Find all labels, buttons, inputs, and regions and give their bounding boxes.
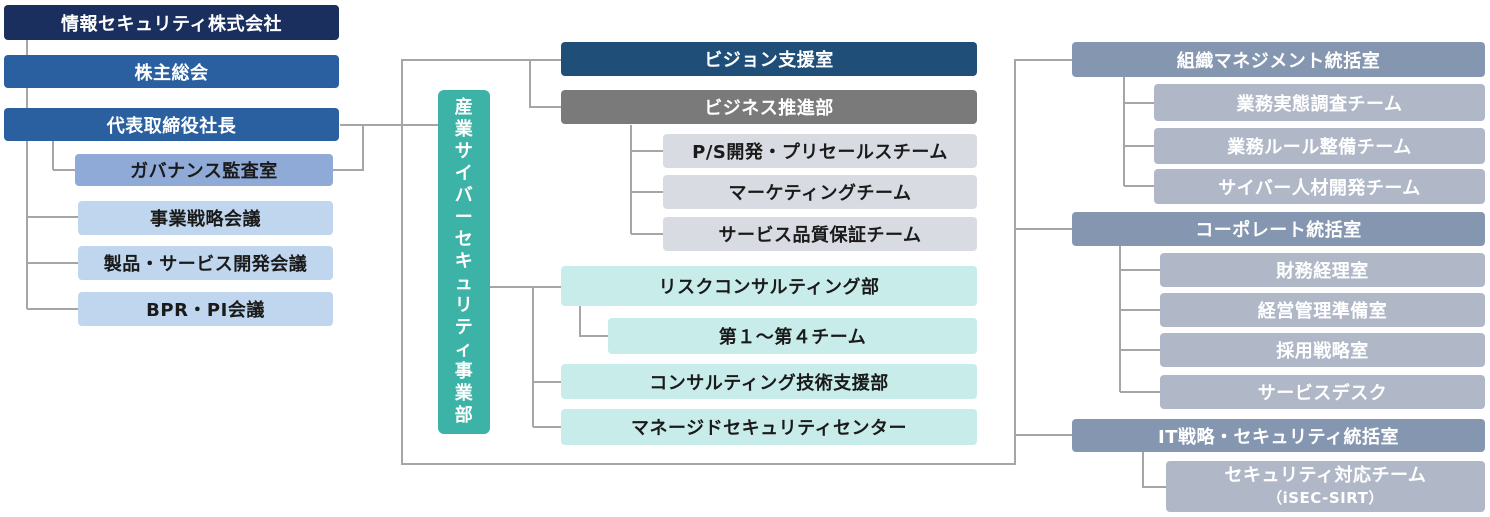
it-strategy-label: IT戦略・セキュリティ統括室 xyxy=(1158,426,1399,448)
division-char: 業 xyxy=(454,383,474,404)
vision-box: ビジョン支援室 xyxy=(561,42,977,76)
shareholders-label: 株主総会 xyxy=(134,62,209,84)
org-mgmt-label: 組織マネジメント統括室 xyxy=(1176,50,1381,72)
division-char: バ xyxy=(454,185,474,206)
council-box: BPR・PI会議 xyxy=(78,292,333,326)
division-char: ー xyxy=(454,207,474,228)
governance-box: ガバナンス監査室 xyxy=(75,154,333,186)
corporate-team-label: サービスデスク xyxy=(1257,383,1388,404)
division-char: ィ xyxy=(454,339,474,360)
risk-teams-box: 第１～第４チーム xyxy=(608,318,977,354)
corporate-team-box: 採用戦略室 xyxy=(1160,333,1485,367)
ceo-box: 代表取締役社長 xyxy=(4,108,339,141)
ceo-label: 代表取締役社長 xyxy=(106,115,237,137)
consulting-tech-label: コンサルティング技術支援部 xyxy=(649,372,889,394)
governance-label: ガバナンス監査室 xyxy=(130,161,278,182)
corporate-box: コーポレート統括室 xyxy=(1072,212,1485,246)
org-team-box: 業務ルール整備チーム xyxy=(1154,128,1485,164)
org-mgmt-box: 組織マネジメント統括室 xyxy=(1072,42,1485,77)
business-promo-label: ビジネス推進部 xyxy=(704,98,834,119)
division-char: キ xyxy=(454,251,474,272)
org-team-label: 業務実態調査チーム xyxy=(1236,93,1403,115)
corporate-team-box: 経営管理準備室 xyxy=(1160,293,1485,327)
org-team-box: 業務実態調査チーム xyxy=(1154,84,1485,121)
org-team-label: 業務ルール整備チーム xyxy=(1227,137,1412,158)
company-box: 情報セキュリティ株式会社 xyxy=(4,5,339,40)
team-box: マーケティングチーム xyxy=(663,175,977,209)
sirt-sub-label: （iSEC-SIRT） xyxy=(1267,488,1384,507)
division-box: 産 業 サ イ バ ー セ キ ュ リ テ ィ 事 業 部 xyxy=(438,90,490,434)
team-label: P/S開発・プリセールスチーム xyxy=(692,142,948,163)
team-label: サービス品質保証チーム xyxy=(718,225,922,246)
corporate-label: コーポレート統括室 xyxy=(1195,220,1362,241)
division-char: セ xyxy=(454,229,474,250)
council-label: BPR・PI会議 xyxy=(146,300,265,321)
division-char: リ xyxy=(454,295,474,316)
corporate-team-label: 財務経理室 xyxy=(1276,261,1369,282)
vision-label: ビジョン支援室 xyxy=(704,50,834,71)
msc-box: マネージドセキュリティセンター xyxy=(561,409,977,445)
council-box: 製品・サービス開発会議 xyxy=(78,246,333,280)
corporate-team-label: 経営管理準備室 xyxy=(1257,301,1388,322)
org-team-box: サイバー人材開発チーム xyxy=(1154,169,1485,204)
team-label: マーケティングチーム xyxy=(728,183,912,204)
division-char: 産 xyxy=(454,97,474,118)
shareholders-box: 株主総会 xyxy=(4,55,339,88)
corporate-team-box: 財務経理室 xyxy=(1160,253,1485,287)
consulting-tech-box: コンサルティング技術支援部 xyxy=(561,364,977,399)
division-char: ュ xyxy=(454,273,474,294)
team-box: サービス品質保証チーム xyxy=(663,217,977,251)
company-label: 情報セキュリティ株式会社 xyxy=(61,13,282,35)
risk-consulting-label: リスクコンサルティング部 xyxy=(658,277,880,298)
it-strategy-box: IT戦略・セキュリティ統括室 xyxy=(1072,419,1485,452)
division-char: 部 xyxy=(454,405,474,426)
sirt-label: セキュリティ対応チーム xyxy=(1224,464,1427,486)
council-box: 事業戦略会議 xyxy=(78,201,333,235)
division-char: 事 xyxy=(454,361,474,382)
corporate-team-box: サービスデスク xyxy=(1160,375,1485,409)
corporate-team-label: 採用戦略室 xyxy=(1276,341,1369,362)
risk-consulting-box: リスクコンサルティング部 xyxy=(561,266,977,306)
division-char: イ xyxy=(454,163,474,184)
division-char: テ xyxy=(454,317,474,338)
org-team-label: サイバー人材開発チーム xyxy=(1218,177,1421,199)
council-label: 製品・サービス開発会議 xyxy=(103,254,308,275)
msc-label: マネージドセキュリティセンター xyxy=(630,418,908,439)
council-label: 事業戦略会議 xyxy=(150,209,261,230)
business-promo-box: ビジネス推進部 xyxy=(561,90,977,124)
division-char: サ xyxy=(454,141,474,162)
division-char: 業 xyxy=(454,119,474,140)
sirt-box: セキュリティ対応チーム （iSEC-SIRT） xyxy=(1166,461,1485,512)
risk-teams-label: 第１～第４チーム xyxy=(718,327,867,348)
team-box: P/S開発・プリセールスチーム xyxy=(663,134,977,168)
